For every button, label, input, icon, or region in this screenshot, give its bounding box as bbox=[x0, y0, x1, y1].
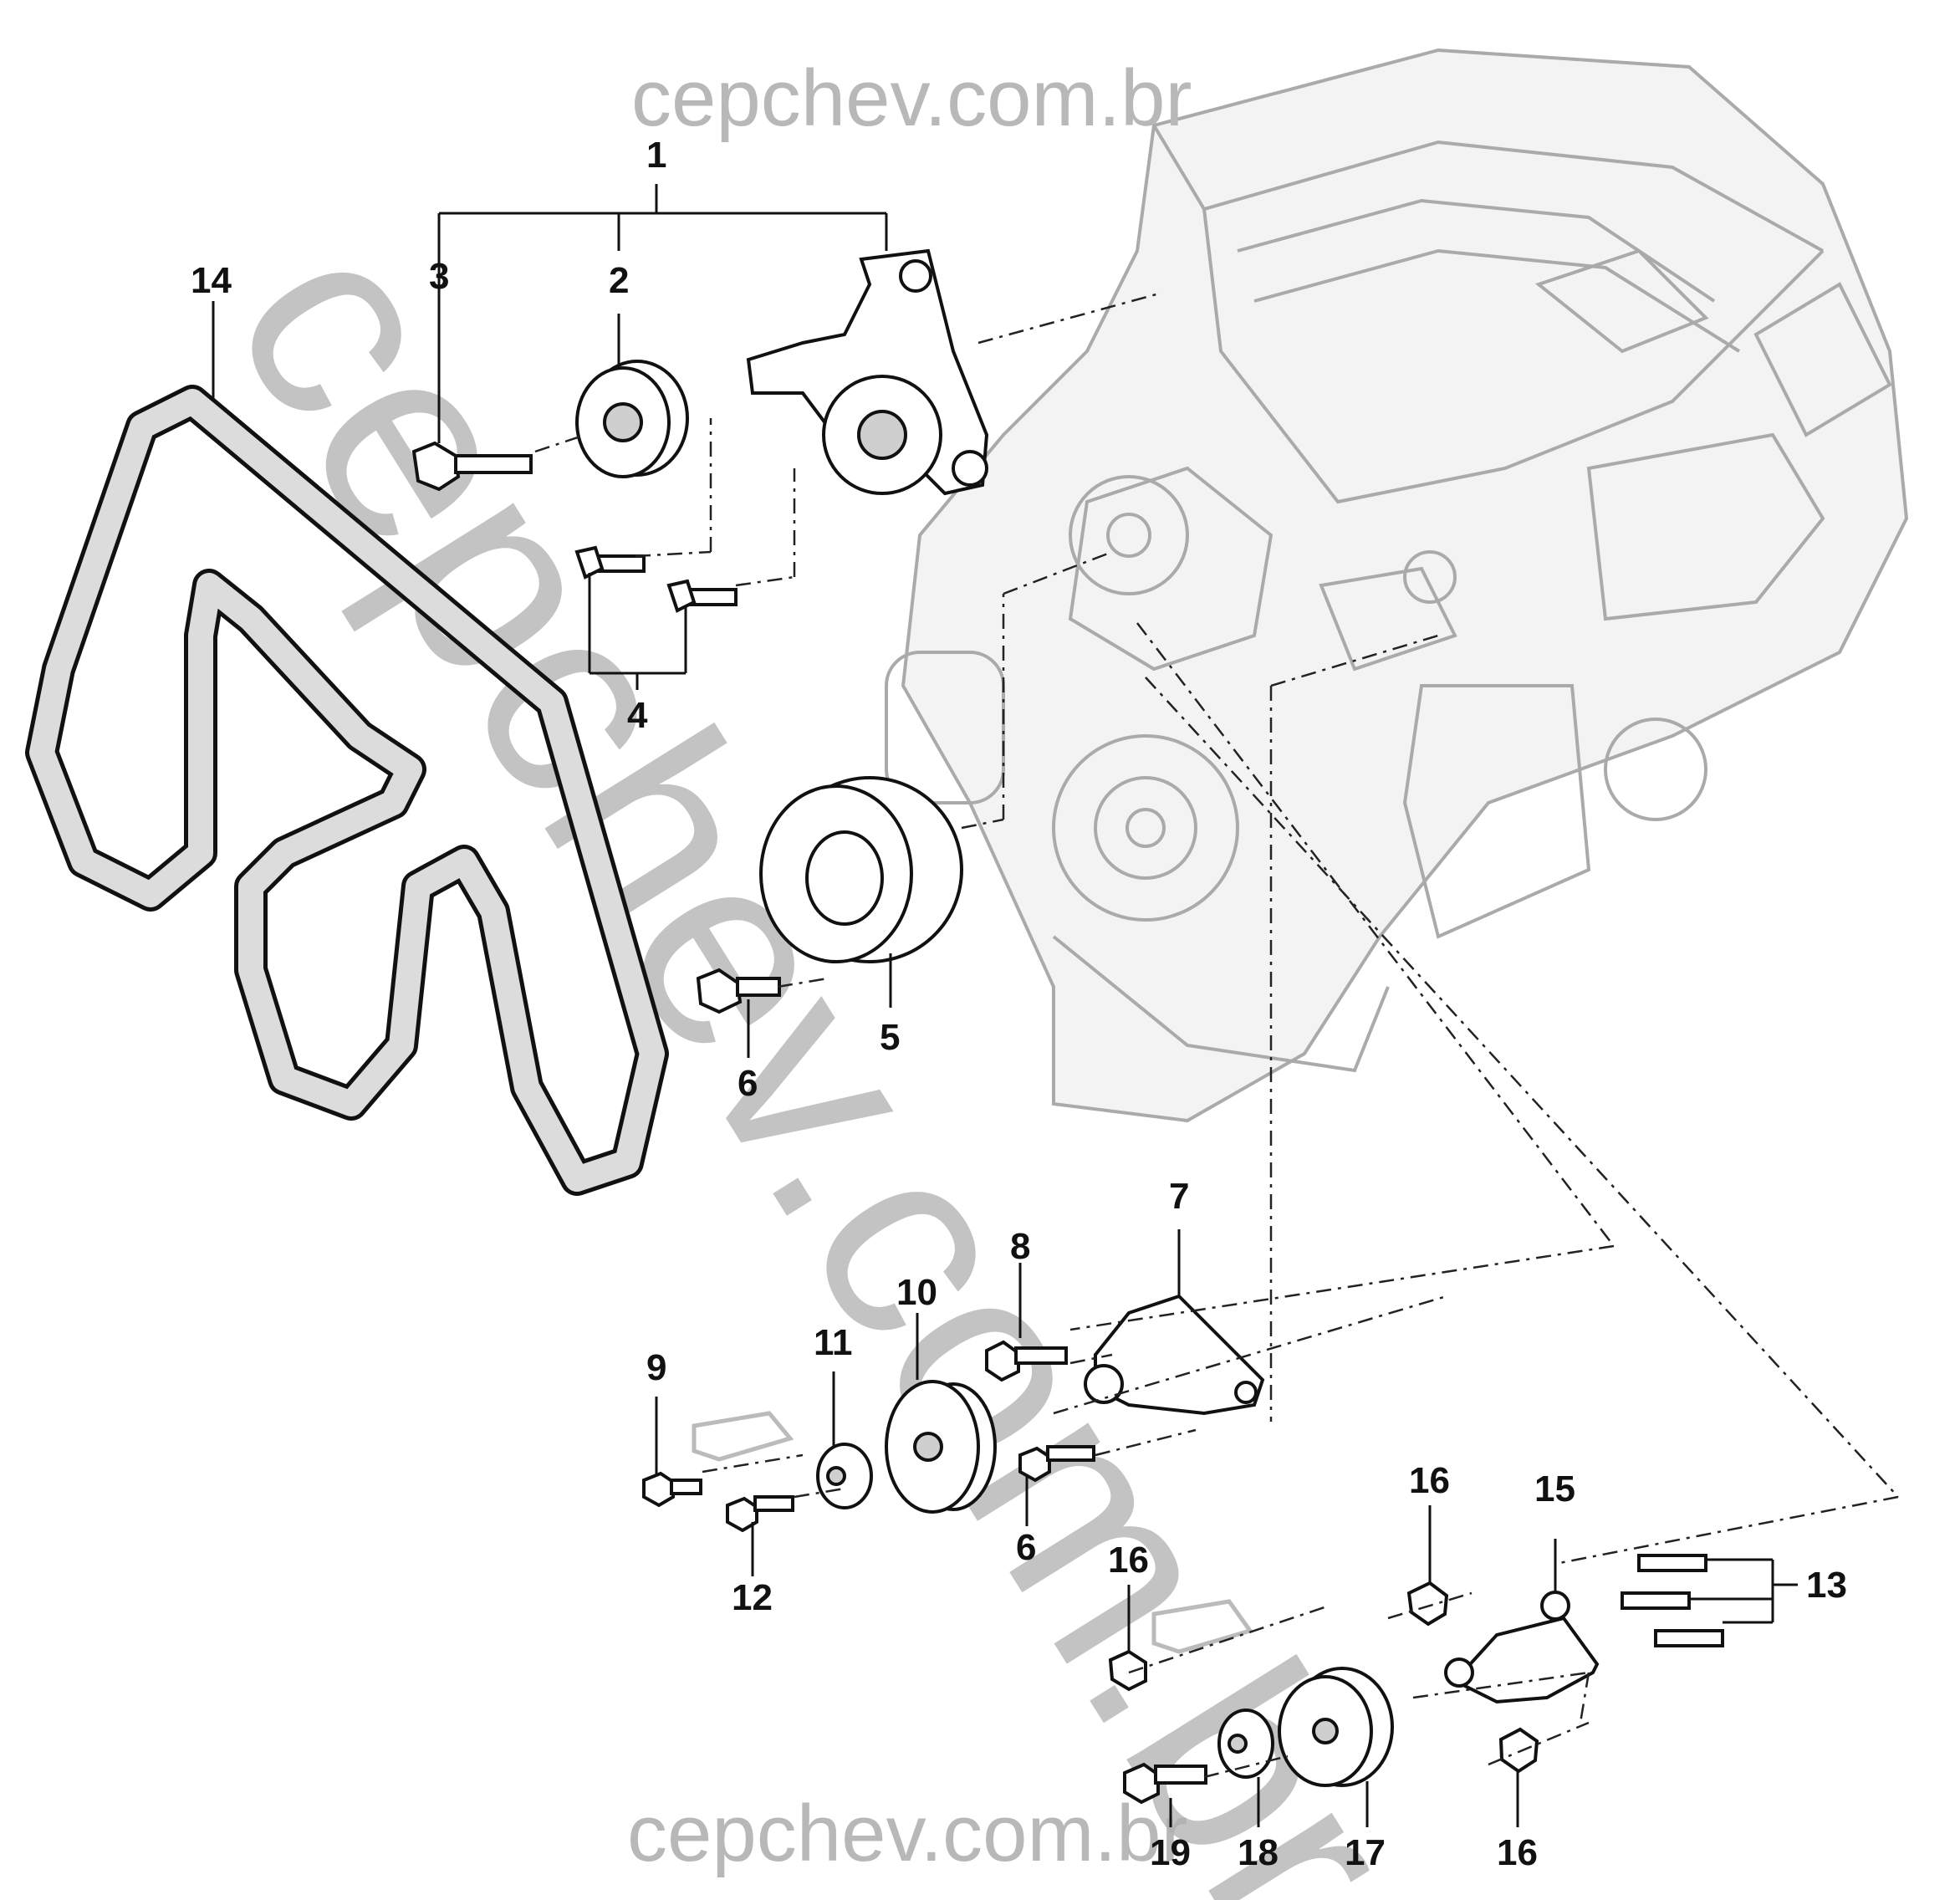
callout-18: 18 bbox=[1238, 1832, 1279, 1873]
idler-pulley-2 bbox=[575, 360, 689, 478]
callout-14: 14 bbox=[191, 260, 232, 301]
studs-13 bbox=[1621, 1554, 1724, 1647]
callout-2: 2 bbox=[609, 260, 629, 301]
nuts-16 bbox=[1108, 1581, 1539, 1774]
callout-16b: 16 bbox=[1108, 1540, 1149, 1581]
callout-7: 7 bbox=[1169, 1176, 1189, 1217]
serpentine-belt bbox=[25, 385, 669, 1196]
washer-18 bbox=[1217, 1708, 1274, 1779]
callout-4: 4 bbox=[627, 695, 648, 736]
callout-13: 13 bbox=[1806, 1565, 1847, 1606]
leader-lines bbox=[212, 184, 1798, 1827]
pulley-17 bbox=[1278, 1667, 1394, 1787]
callout-15: 15 bbox=[1534, 1468, 1575, 1509]
callout-6b: 6 bbox=[1016, 1527, 1036, 1568]
callout-19: 19 bbox=[1150, 1832, 1191, 1873]
bolt-3 bbox=[411, 441, 533, 492]
studs-4 bbox=[574, 545, 738, 613]
callout-11: 11 bbox=[814, 1322, 853, 1363]
callout-labels: 1 2 3 4 5 6 14 7 8 10 11 9 12 6 13 15 16… bbox=[191, 135, 1847, 1873]
callout-1: 1 bbox=[646, 135, 666, 176]
watermark-top: cepchev.com.br bbox=[631, 54, 1192, 143]
callout-16c: 16 bbox=[1497, 1832, 1538, 1873]
bolt-12 bbox=[726, 1495, 794, 1533]
callout-9: 9 bbox=[646, 1347, 666, 1388]
bolt-6a bbox=[696, 968, 781, 1014]
bolt-9 bbox=[642, 1411, 794, 1508]
callout-10: 10 bbox=[896, 1272, 937, 1313]
engine-block-illustration bbox=[885, 48, 1909, 1123]
callout-12: 12 bbox=[732, 1577, 773, 1618]
callout-16a: 16 bbox=[1409, 1460, 1450, 1501]
tensioner-assembly bbox=[746, 248, 989, 496]
bolt-6b bbox=[1018, 1445, 1095, 1483]
watermark-bottom: cepchev.com.br bbox=[627, 1789, 1188, 1878]
callout-6a: 6 bbox=[738, 1063, 758, 1104]
callout-8: 8 bbox=[1010, 1226, 1030, 1267]
pulley-10 bbox=[885, 1380, 997, 1514]
pulley-5 bbox=[759, 776, 963, 963]
callout-17: 17 bbox=[1345, 1832, 1386, 1873]
bracket-7 bbox=[1084, 1294, 1265, 1416]
bolt-8 bbox=[985, 1340, 1068, 1382]
callout-3: 3 bbox=[429, 256, 449, 297]
assembly-lines bbox=[534, 291, 1899, 1779]
bracket-15 bbox=[1444, 1591, 1600, 1704]
bolt-19 bbox=[1123, 1762, 1207, 1805]
washer-11 bbox=[816, 1443, 873, 1509]
callout-5: 5 bbox=[880, 1017, 900, 1058]
